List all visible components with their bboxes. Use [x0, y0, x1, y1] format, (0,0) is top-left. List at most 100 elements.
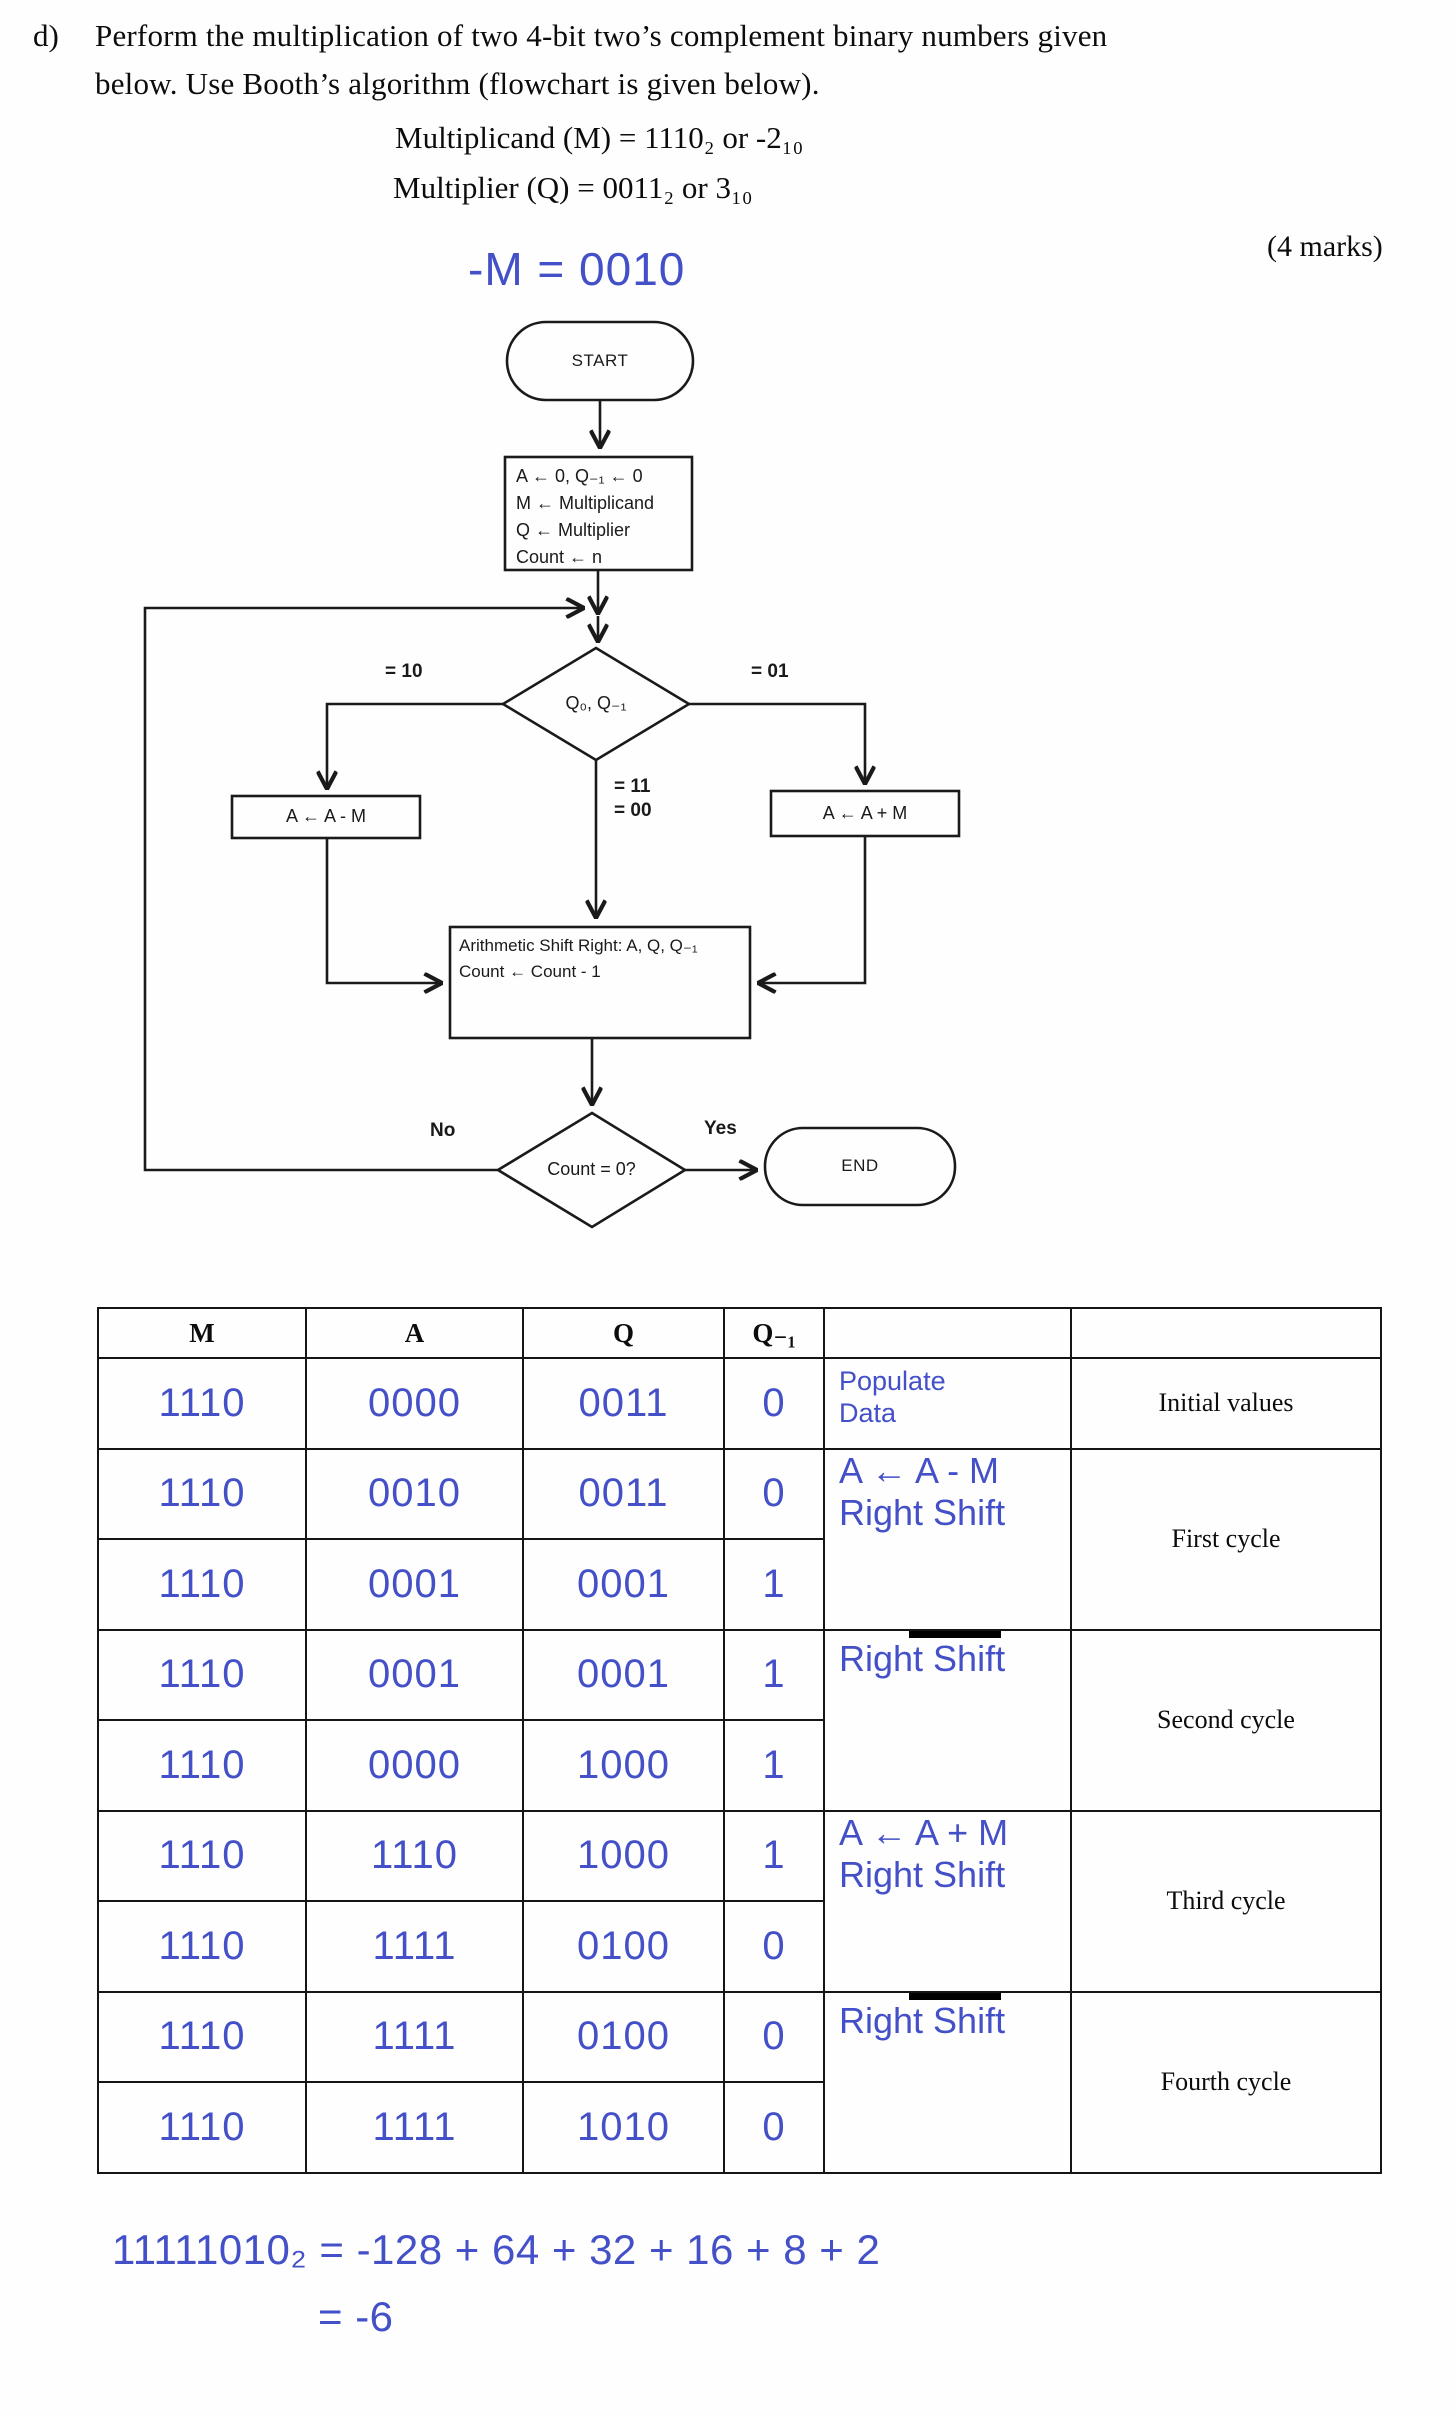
op-cell-populate: Populate Data: [823, 1357, 1072, 1450]
cell-m: 1110: [97, 1538, 307, 1631]
edge-01-line: [689, 702, 865, 782]
cell-a: 0001: [305, 1538, 524, 1631]
init-line-4: Count ← n: [516, 547, 603, 567]
edge-label-01: = 01: [751, 661, 789, 682]
table-row: 1110 0000 0011 0 Populate Data Initial v…: [97, 1357, 1382, 1450]
handwritten-negative-m: -M = 0010: [468, 243, 686, 295]
edge-label-11: = 11: [614, 776, 651, 797]
op-populate-line2: Data: [839, 1398, 897, 1429]
shift-line-1: Arithmetic Shift Right: A, Q, Q₋₁: [459, 936, 698, 955]
edge-label-10: = 10: [385, 661, 423, 682]
cell-a: 1111: [305, 2081, 524, 2174]
add-to-shift-line: [760, 836, 867, 983]
cell-q1: 1: [723, 1538, 825, 1631]
init-line-1: A ← 0, Q₋₁ ← 0: [516, 466, 643, 486]
cell-q1: 0: [723, 1990, 825, 2083]
cell-m: 1110: [97, 1447, 307, 1540]
shift-process-shape: [448, 925, 752, 1040]
cell-a: 0001: [305, 1628, 524, 1721]
table-header-row: M A Q Q₋₁: [97, 1307, 1382, 1359]
edge-label-yes: Yes: [704, 1118, 737, 1139]
marks-label: (4 marks): [1267, 230, 1383, 263]
cell-m: 1110: [97, 1809, 307, 1902]
cycle-fourth: Fourth cycle: [1070, 1990, 1382, 2174]
cell-m: 1110: [97, 1628, 307, 1721]
add-box-label: A ← A + M: [822, 802, 908, 823]
cell-q1: 0: [723, 1447, 825, 1540]
cell-q1: 0: [723, 2081, 825, 2174]
cell-a: 0000: [305, 1357, 524, 1450]
cell-a: 0010: [305, 1447, 524, 1540]
table-row: 1110 0010 0011 0 A ← A - M Right Shift F…: [97, 1447, 1382, 1631]
op-right-shift: Right Shift: [839, 1637, 1006, 1679]
decision2-shape: [495, 1111, 688, 1229]
cell-m: 1110: [97, 1719, 307, 1812]
table-row: 1110 1111 0100 0 — Right Shift Fourth cy…: [97, 1990, 1382, 2174]
cell-q: 1000: [522, 1719, 725, 1812]
question-line-1: Perform the multiplication of two 4-bit …: [95, 18, 1108, 53]
cell-q1: 1: [723, 1809, 825, 1902]
result-value-line: = -6: [318, 2293, 394, 2340]
start-label: START: [571, 350, 629, 370]
multiplier-line: Multiplier (Q) = 0011₂ or 3₁₀: [393, 170, 753, 205]
edge-label-no: No: [430, 1120, 456, 1141]
cell-a: 0000: [305, 1719, 524, 1812]
multiplicand-line: Multiplicand (M) = 1110₂ or -2₁₀: [395, 120, 804, 155]
op-cell-cycle4: — Right Shift: [823, 1990, 1072, 2174]
question-line-2: below. Use Booth’s algorithm (flowchart …: [95, 66, 820, 101]
result-expansion-line: 11111010₂ = -128 + 64 + 32 + 16 + 8 + 2: [112, 2226, 881, 2273]
op-right-shift: Right Shift: [839, 1853, 1006, 1895]
edge-label-00: = 00: [614, 800, 652, 821]
table-row: 1110 1111 0100 0: [97, 1900, 1381, 1993]
header-cycle-empty: [1070, 1307, 1382, 1359]
cell-q: 0011: [522, 1447, 725, 1540]
table-row: 1110 0000 1000 1: [97, 1719, 1381, 1812]
cell-m: 1110: [97, 1900, 307, 1993]
booth-trace-table: M A Q Q₋₁ 1110 0000 0011 0 Populate Data…: [97, 1307, 1382, 2174]
op-cell-cycle3: A ← A + M Right Shift: [823, 1809, 1072, 1993]
subtract-to-shift-line: [325, 838, 440, 983]
init-box-text: A ← 0, Q₋₁ ← 0 M ← Multiplicand Q ← Mult…: [516, 463, 688, 571]
op-cell-cycle1: A ← A - M Right Shift: [823, 1447, 1072, 1631]
op-cell-cycle2: — Right Shift: [823, 1628, 1072, 1812]
cell-m: 1110: [97, 1357, 307, 1450]
op-subtract: A ← A - M: [839, 1449, 1000, 1491]
cell-q: 1010: [522, 2081, 725, 2174]
subtract-box-label: A ← A - M: [285, 806, 367, 827]
init-line-3: Q ← Multiplier: [516, 520, 631, 540]
cycle-third: Third cycle: [1070, 1809, 1382, 1993]
edge-10-line: [327, 702, 503, 787]
cell-m: 1110: [97, 2081, 307, 2174]
cycle-first: First cycle: [1070, 1447, 1382, 1631]
header-q: Q: [522, 1307, 725, 1359]
init-line-2: M ← Multiplicand: [516, 493, 655, 513]
cell-q: 0001: [522, 1628, 725, 1721]
no-op-dash: —: [909, 1993, 1001, 2000]
cell-q: 0100: [522, 1990, 725, 2083]
op-right-shift: Right Shift: [839, 1999, 1006, 2041]
cell-a: 1111: [305, 1900, 524, 1993]
decision1-label: Q₀, Q₋₁: [565, 693, 627, 714]
shift-line-2: Count ← Count - 1: [459, 962, 601, 981]
op-none: —: [826, 1631, 1069, 1638]
cell-q1: 1: [723, 1719, 825, 1812]
table-row: 1110 0001 0001 1: [97, 1538, 1381, 1631]
cycle-second: Second cycle: [1070, 1628, 1382, 1812]
cell-m: 1110: [97, 1990, 307, 2083]
header-operation-empty: [823, 1307, 1072, 1359]
cell-a: 1110: [305, 1809, 524, 1902]
end-terminator-shape: [763, 1126, 957, 1207]
table-row: 1110 0001 0001 1 — Right Shift Second cy…: [97, 1628, 1382, 1812]
header-m: M: [97, 1307, 307, 1359]
op-right-shift: Right Shift: [839, 1491, 1006, 1533]
op-add: A ← A + M: [839, 1811, 1009, 1853]
decision2-label: Count = 0?: [547, 1159, 636, 1180]
table-row: 1110 1111 1010 0: [97, 2081, 1381, 2174]
loop-back-line: [143, 608, 582, 1172]
cell-q: 1000: [522, 1809, 725, 1902]
cell-a: 1111: [305, 1990, 524, 2083]
cell-q1: 1: [723, 1628, 825, 1721]
cell-q: 0001: [522, 1538, 725, 1631]
op-none: —: [826, 1993, 1069, 2000]
